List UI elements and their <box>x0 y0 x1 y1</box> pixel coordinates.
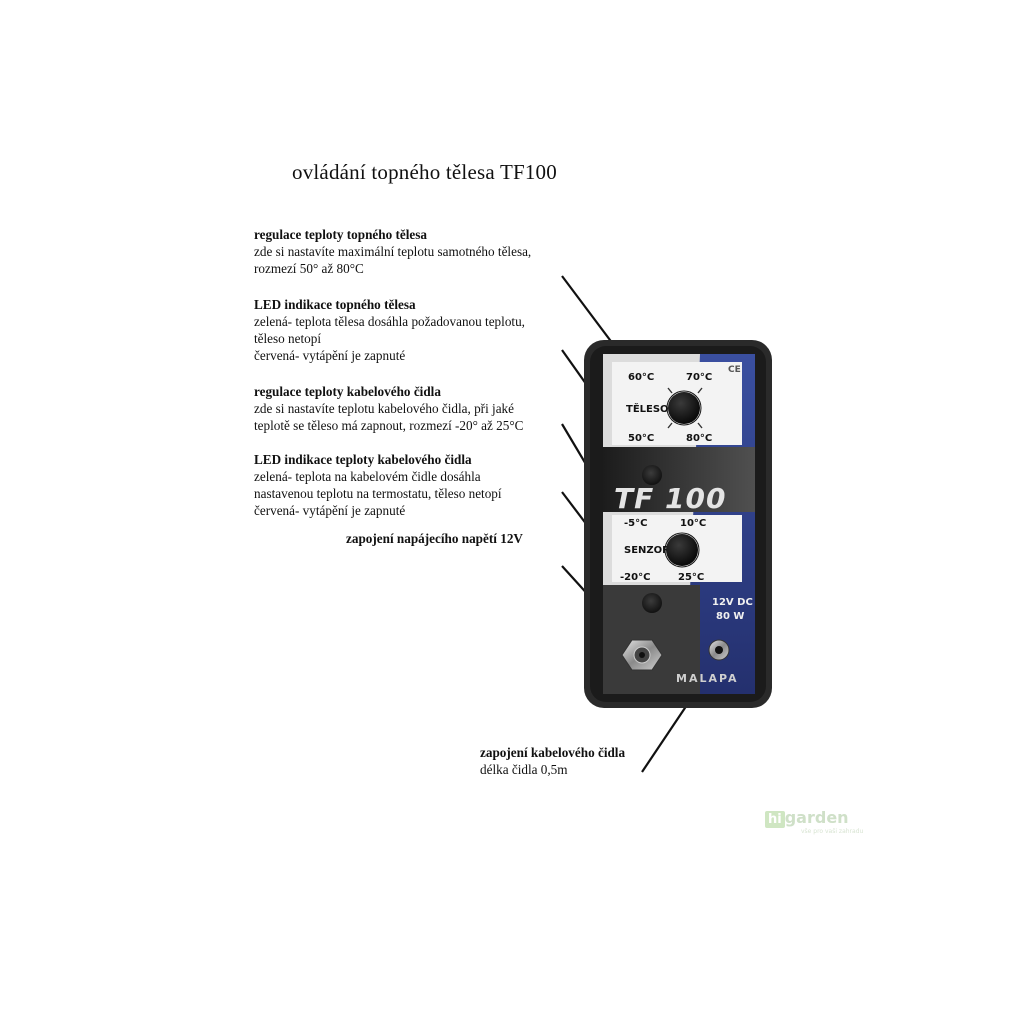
model-band <box>603 447 755 512</box>
annotation-line: nastavenou teplotu na termostatu, těleso… <box>254 486 502 501</box>
annotation-heading: zapojení kabelového čidla <box>480 745 626 760</box>
annotation-heading: LED indikace topného tělesa <box>254 297 416 312</box>
annotation-body-led: LED indikace topného tělesa zelená- tepl… <box>254 296 525 364</box>
annotation-line: těleso netopí <box>254 331 322 346</box>
sensor-jack[interactable] <box>708 639 730 661</box>
annotation-line: délka čidla 0,5m <box>480 762 568 777</box>
rating-power: 80 W <box>716 611 744 622</box>
page-title: ovládání topného tělesa TF100 <box>292 160 557 184</box>
ce-mark: CE <box>728 365 741 375</box>
led2-indicator <box>642 593 662 613</box>
annotation-line: teplotě se těleso má zapnout, rozmezí -2… <box>254 418 524 433</box>
watermark-hi: hi <box>765 811 785 828</box>
dial1-scale-70: 70°C <box>686 372 712 383</box>
dial2-scale-25: 25°C <box>678 572 704 583</box>
annotation-power-input: zapojení napájecího napětí 12V <box>346 530 523 547</box>
annotation-sensor-cable: zapojení kabelového čidla délka čidla 0,… <box>480 744 625 778</box>
dial2-label: SENZOR <box>624 545 670 556</box>
power-connector[interactable] <box>621 639 663 671</box>
annotation-line: červená- vytápění je zapnuté <box>254 503 406 518</box>
device-brand: MALAPA <box>676 672 739 685</box>
rating-voltage: 12V DC <box>712 597 753 608</box>
annotation-body-temp-control: regulace teploty topného tělesa zde si n… <box>254 226 531 277</box>
dial1-label: TĚLESO <box>626 402 669 415</box>
annotation-heading: zapojení napájecího napětí 12V <box>346 531 523 546</box>
dial1-knob[interactable] <box>668 392 700 424</box>
watermark-subtitle: vše pro vaši zahradu <box>801 828 864 835</box>
annotation-line: zde si nastavíte teplotu kabelového čidl… <box>254 401 514 416</box>
annotation-line: rozmezí 50° až 80°C <box>254 261 364 276</box>
annotation-sensor-led: LED indikace teploty kabelového čidla ze… <box>254 451 502 519</box>
annotation-heading: LED indikace teploty kabelového čidla <box>254 452 472 467</box>
watermark-garden: garden <box>784 808 849 827</box>
dial2-scale-10: 10°C <box>680 518 706 529</box>
dial1-scale-50: 50°C <box>628 433 654 444</box>
dial1-scale-60: 60°C <box>628 372 654 383</box>
annotation-line: červená- vytápění je zapnuté <box>254 348 406 363</box>
dial2-scale-minus20: -20°C <box>620 572 650 583</box>
annotation-sensor-temp-control: regulace teploty kabelového čidla zde si… <box>254 383 523 434</box>
device-model: TF 100 <box>614 482 726 515</box>
dial2-scale-minus5: -5°C <box>624 518 647 529</box>
dial1-scale-80: 80°C <box>686 433 712 444</box>
annotation-heading: regulace teploty kabelového čidla <box>254 384 441 399</box>
annotation-heading: regulace teploty topného tělesa <box>254 227 427 242</box>
annotation-line: zelená- teplota na kabelovém čidle dosáh… <box>254 469 481 484</box>
led1-indicator <box>642 465 662 485</box>
annotation-line: zde si nastavíte maximální teplotu samot… <box>254 244 532 259</box>
annotation-line: zelená- teplota tělesa dosáhla požadovan… <box>254 314 525 329</box>
dial2-knob[interactable] <box>666 534 698 566</box>
